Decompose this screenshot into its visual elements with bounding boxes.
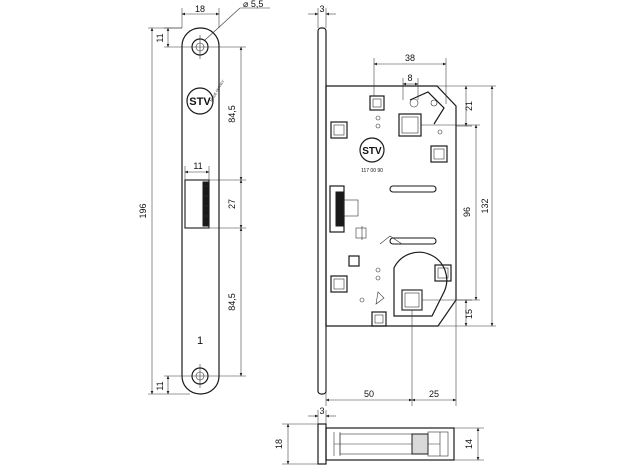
dim-right-21: 21: [464, 101, 474, 111]
faceplate-view: STV MADE IN ITALY 1 18 ⌀ 5,5 11 196 11 8…: [138, 0, 270, 395]
dim-upper-span: 84,5: [227, 105, 237, 123]
faceplate-logo-made-in: MADE IN ITALY: [209, 78, 225, 102]
body-logo: STV 117 00 90: [359, 137, 385, 174]
screw-bosses: [330, 95, 452, 327]
faceplate-logo-brand: STV: [189, 96, 211, 108]
dim-right-132: 132: [480, 198, 490, 213]
dim-faceplate-width: 18: [195, 4, 205, 14]
lock-body-view: STV 117 00 90: [317, 27, 457, 395]
dim-cutout-width: 11: [193, 161, 202, 171]
dim-hole-diameter: ⌀ 5,5: [243, 0, 263, 9]
lower-follower-arc: [393, 251, 448, 317]
dim-top-38: 38: [405, 53, 415, 63]
dim-total-height: 196: [138, 203, 148, 218]
faceplate-logo: STV MADE IN ITALY: [186, 78, 226, 115]
front-plate: [317, 27, 327, 395]
body-logo-brand: STV: [362, 146, 382, 157]
dim-bottom-right-14: 14: [464, 439, 474, 449]
dim-top-edge: 11: [155, 33, 165, 42]
dim-lower-span: 84,5: [227, 293, 237, 311]
bottom-case: [325, 427, 455, 461]
dim-cutout-height: 27: [227, 199, 237, 209]
dim-bottom-25: 25: [429, 389, 439, 399]
dim-bottom-50: 50: [364, 389, 374, 399]
dim-right-15: 15: [464, 309, 474, 319]
faceplate-outline: [181, 27, 220, 395]
dim-bottom-thickness: 3: [319, 406, 324, 416]
faceplate-number: 1: [197, 335, 203, 347]
bottom-view: 3 18 14: [274, 406, 484, 465]
dim-bottom-edge: 11: [155, 381, 165, 390]
dim-plate-thickness: 3: [319, 4, 324, 14]
dim-top-8: 8: [407, 73, 412, 83]
lock-body-dimensions: 3 38 8 21 96 132 15 50: [308, 4, 496, 406]
upper-slot: [389, 185, 437, 193]
lower-slot: [389, 237, 437, 245]
body-logo-code: 117 00 90: [361, 168, 383, 174]
bottom-plate: [317, 423, 327, 465]
dim-right-96: 96: [462, 207, 472, 217]
dim-bottom-left-18: 18: [274, 439, 284, 449]
